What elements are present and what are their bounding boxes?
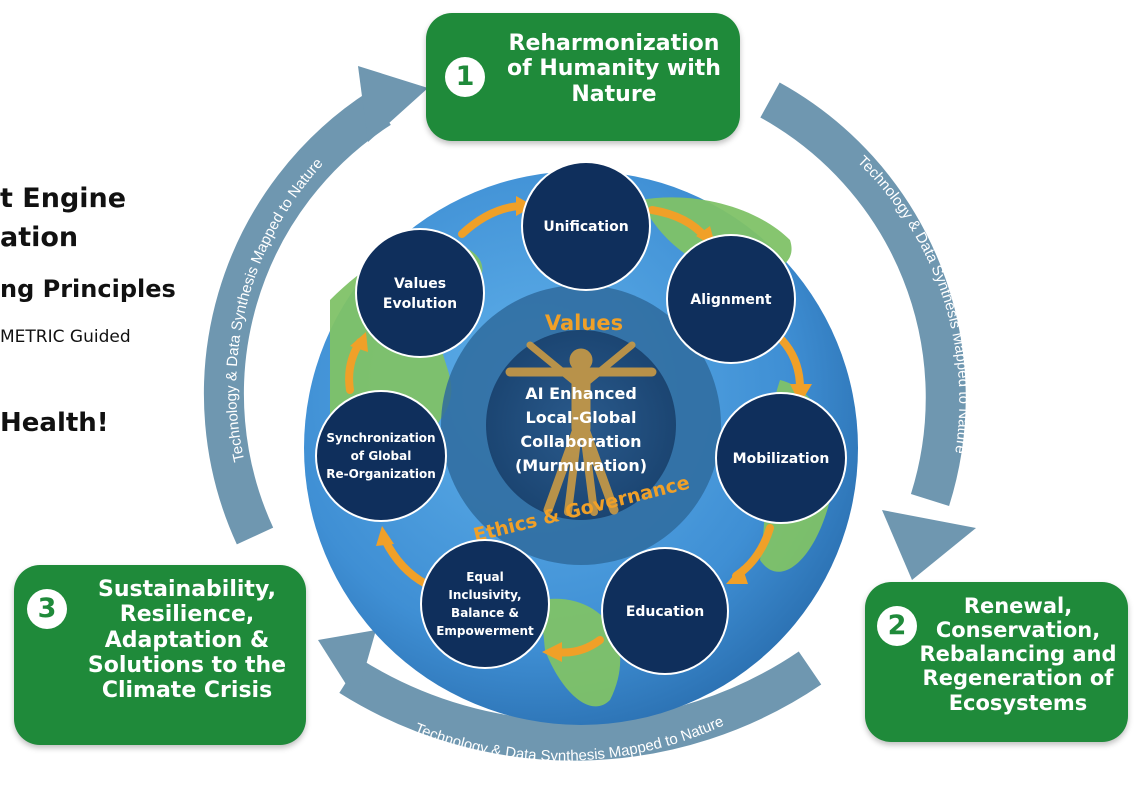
ring-node-circle [420,539,550,669]
arc-arrow-bottom [339,651,822,761]
ring-node-label: Education [626,604,704,620]
goal-1-box: 1 Reharmonization of Humanity with Natur… [426,13,740,141]
ring-node-label: Alignment [690,292,771,308]
goal-3-box: 3 Sustainability, Resilience, Adaptation… [14,565,306,745]
ring-node-label: Values [394,276,446,292]
side-tagline: Health! [0,408,109,438]
center-line-1: AI Enhanced [525,384,637,403]
goal-2-box: 2 Renewal, Conservation, Rebalancing and… [865,582,1128,742]
arrowhead-left [358,66,428,142]
flow-arrowhead-5 [542,642,562,662]
ring-node-label: Synchronization [326,431,435,445]
ring-node-label: Unification [543,219,628,235]
ring-node-circle [521,161,651,291]
goal-1-label: Reharmonization of Humanity with Nature [507,31,721,107]
ring-node-label: of Global [351,449,412,463]
arc-arrow-left [203,91,391,545]
ring-node-circle [715,392,847,524]
arrowhead-bottom [318,630,376,700]
ring-node-label: Re-Organization [326,467,436,481]
ring-node-unification: Unification [521,161,651,291]
inner-ring-top-label: Values [545,311,623,335]
ring-node-education: Education [601,547,729,675]
arc-arrow-right [760,82,966,507]
goal-2-label: Renewal, Conservation, Rebalancing and R… [919,594,1117,715]
ring-node-circle [601,547,729,675]
ring-node-label: Mobilization [733,451,830,467]
ring-node-label: Equal [466,570,504,584]
flow-arrowheads [350,196,812,662]
side-caption: METRIC Guided [0,327,131,347]
flow-arrowhead-6 [376,526,394,546]
ring-nodes: UnificationAlignmentMobilizationEducatio… [315,161,847,675]
goal-3-number: 3 [27,589,67,629]
center-label: AI Enhanced Local-Global Collaboration (… [515,384,647,475]
ring-node-mobilization: Mobilization [715,392,847,524]
arrowhead-right [882,510,976,580]
ring-node-label: Evolution [383,296,457,312]
side-heading-line-2: ation [0,222,79,253]
ring-node-circle [315,390,447,522]
center-line-2: Local-Global [526,408,637,427]
flow-arrowhead-4 [726,566,748,584]
center-line-4: (Murmuration) [515,456,647,475]
goal-3-label: Sustainability, Resilience, Adaptation &… [87,577,287,704]
ring-node-label: Empowerment [436,624,534,638]
flow-arrow-6 [381,536,430,588]
ring-node-label: Inclusivity, [448,588,521,602]
center-line-3: Collaboration [520,432,641,451]
ring-node-circle [666,234,796,364]
side-heading-line-1: t Engine [0,183,127,214]
ring-node-circle [355,228,485,358]
cycle-arrows [203,66,976,761]
goal-2-number: 2 [877,606,917,646]
side-subheading: ng Principles [0,275,176,303]
goal-1-number: 1 [445,57,485,97]
ring-node-label: Balance & [451,606,519,620]
flow-arrow-1 [458,202,524,238]
vitruvian-figure-icon [505,341,657,516]
flow-arrowhead-7 [350,332,368,352]
flow-arrowhead-3 [790,384,812,404]
flow-arrow-3 [778,336,804,392]
ring-node-alignment: Alignment [666,234,796,364]
